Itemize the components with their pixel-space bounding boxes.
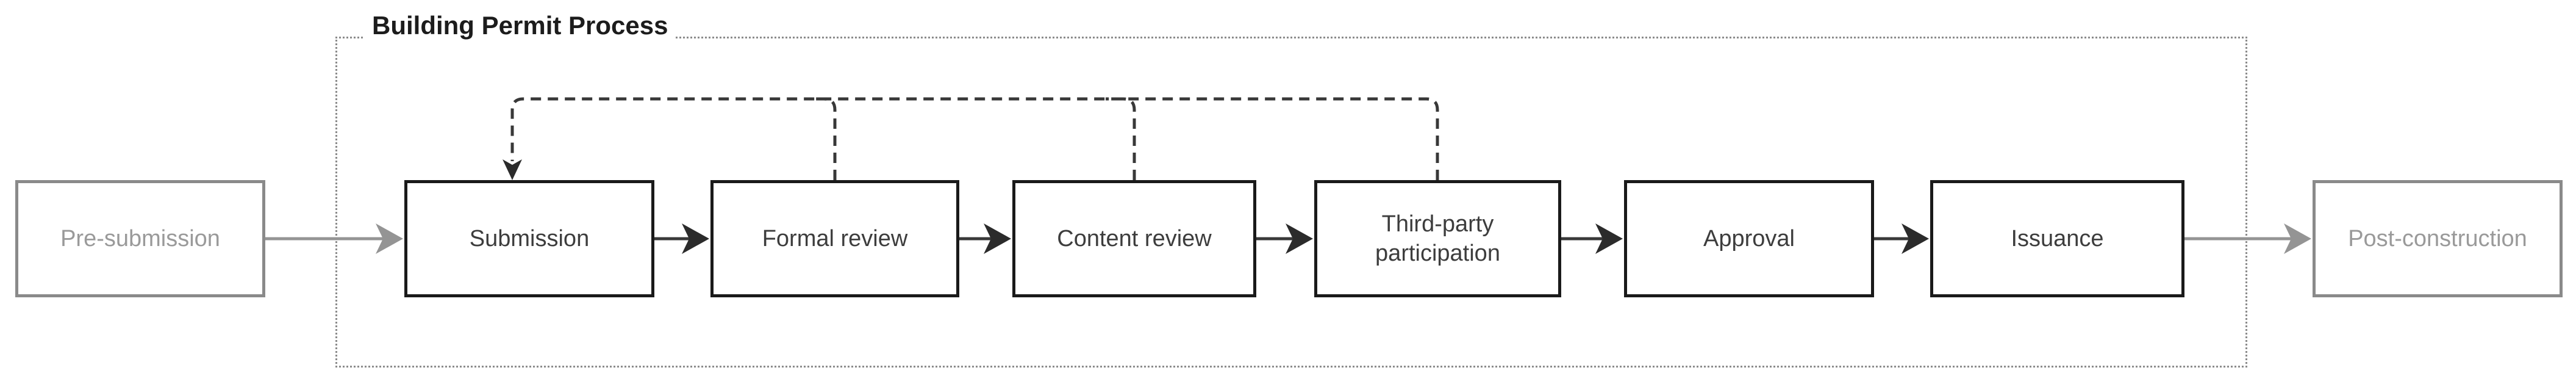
arrowhead-right-icon <box>2284 223 2311 254</box>
edge-approval-to-issuance <box>1874 223 1929 254</box>
process-group-frame <box>335 37 2247 368</box>
node-submission: Submission <box>404 180 654 297</box>
edge-submission-to-formal-review <box>654 223 709 254</box>
node-label: Third-party participation <box>1375 211 1500 266</box>
edge-issuance-to-post-construction <box>2184 223 2311 254</box>
node-issuance: Issuance <box>1930 180 2184 297</box>
node-label: Submission <box>469 226 590 252</box>
edge-dashed-path <box>510 97 1439 180</box>
arrowhead-down-icon <box>503 159 522 180</box>
node-pre-submission: Pre-submission <box>15 180 265 297</box>
node-post-construction: Post-construction <box>2313 180 2563 297</box>
node-label: Pre-submission <box>60 226 220 252</box>
edge-dashed-path <box>1106 97 1136 180</box>
process-group-title: Building Permit Process <box>365 11 676 40</box>
arrowhead-right-icon <box>1902 223 1929 254</box>
edge-formal-review-to-content-review <box>959 223 1011 254</box>
node-third-party-participation: Third-party participation <box>1314 180 1561 297</box>
edge-feedback-third-party-to-submission <box>503 97 1439 180</box>
edge-dashed-path <box>806 97 837 180</box>
edge-feedback-formal-review-to-submission <box>806 97 837 180</box>
edge-pre-submission-to-submission <box>265 223 403 254</box>
arrowhead-right-icon <box>1286 223 1313 254</box>
node-label: Approval <box>1703 226 1795 252</box>
arrowhead-right-icon <box>984 223 1011 254</box>
node-label: Content review <box>1057 226 1212 252</box>
node-formal-review: Formal review <box>710 180 959 297</box>
arrowhead-right-icon <box>1595 223 1623 254</box>
arrowhead-right-icon <box>376 223 403 254</box>
node-approval: Approval <box>1624 180 1874 297</box>
node-label: Issuance <box>2011 226 2104 252</box>
arrowhead-right-icon <box>682 223 709 254</box>
node-label: Post-construction <box>2348 226 2527 252</box>
edge-third-party-to-approval <box>1561 223 1623 254</box>
edge-content-review-to-third-party <box>1256 223 1313 254</box>
edge-feedback-content-review-to-submission <box>1106 97 1136 180</box>
node-label: Formal review <box>762 226 908 252</box>
node-content-review: Content review <box>1012 180 1256 297</box>
